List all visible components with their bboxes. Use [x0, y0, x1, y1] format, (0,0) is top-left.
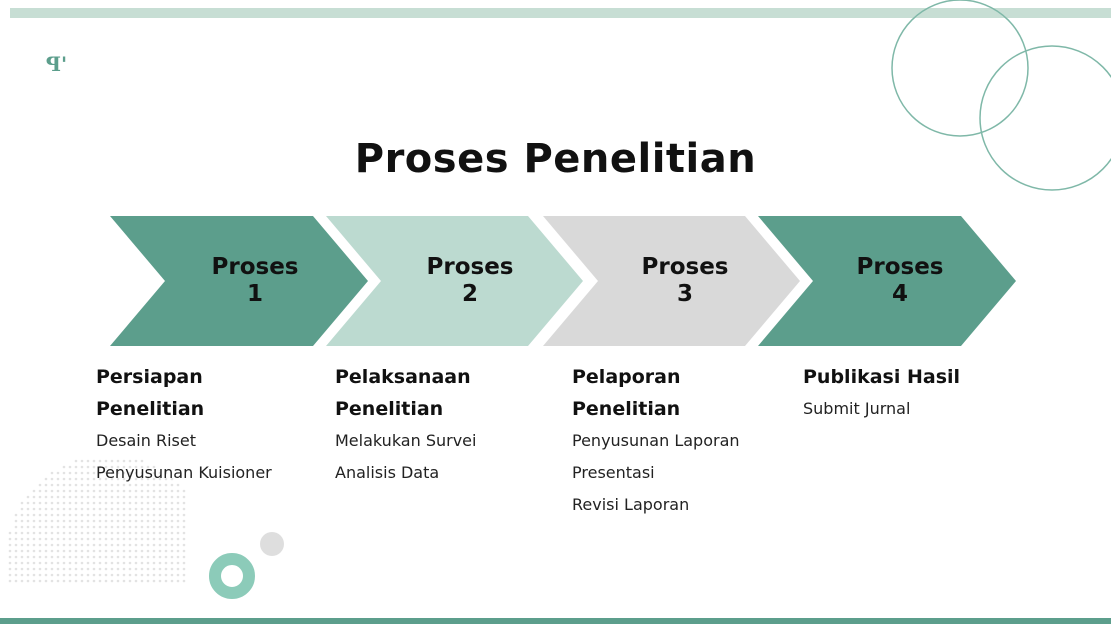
step-1-item: Desain Riset: [96, 431, 196, 450]
step-4-item: Submit Jurnal: [803, 399, 911, 418]
bottom-stripe: [0, 614, 1111, 628]
step-1: Persiapan Penelitian Desain Riset Penyus…: [96, 361, 336, 489]
chevron-4-title: Proses: [856, 254, 944, 280]
step-2: Pelaksanaan Penelitian Melakukan Survei …: [335, 361, 575, 489]
page-title: Proses Penelitian: [354, 136, 757, 182]
chevron-3-label: Proses 3: [605, 254, 765, 308]
step-2-heading: Pelaksanaan: [335, 366, 471, 388]
chevron-2: [326, 216, 583, 346]
step-1-heading: Persiapan: [96, 366, 203, 388]
chevron-3: [543, 216, 800, 346]
chevron-2-number: 2: [461, 281, 478, 307]
step-3-heading: Pelaporan: [572, 366, 681, 388]
logo: ꟼ': [46, 52, 68, 76]
step-2-item: Analisis Data: [335, 463, 440, 482]
step-4-heading: Publikasi Hasil: [803, 366, 961, 388]
chevron-2-title: Proses: [426, 254, 514, 280]
chevron-4-label: Proses 4: [820, 254, 980, 308]
step-2-heading-line2: Penelitian: [335, 398, 444, 420]
step-3-item: Penyusunan Laporan: [572, 431, 740, 450]
step-1-item: Penyusunan Kuisioner: [96, 463, 272, 482]
chevron-3-title: Proses: [641, 254, 729, 280]
step-2-item: Melakukan Survei: [335, 431, 477, 450]
chevron-3-number: 3: [676, 281, 693, 307]
chevron-4-number: 4: [891, 281, 908, 307]
chevron-1: [110, 216, 368, 346]
step-3-heading-line2: Penelitian: [572, 398, 681, 420]
top-stripe: [0, 0, 1111, 20]
step-3: Pelaporan Penelitian Penyusunan Laporan …: [572, 361, 812, 521]
chevron-2-label: Proses 2: [390, 254, 550, 308]
chevron-1-label: Proses 1: [175, 254, 335, 308]
step-1-heading-line2: Penelitian: [96, 398, 205, 420]
step-4: Publikasi Hasil Submit Jurnal: [803, 361, 1043, 425]
chevron-1-title: Proses: [211, 254, 299, 280]
step-3-item: Presentasi: [572, 463, 655, 482]
chevron-1-number: 1: [246, 281, 263, 307]
step-3-item: Revisi Laporan: [572, 495, 690, 514]
chevron-4: [758, 216, 1016, 346]
